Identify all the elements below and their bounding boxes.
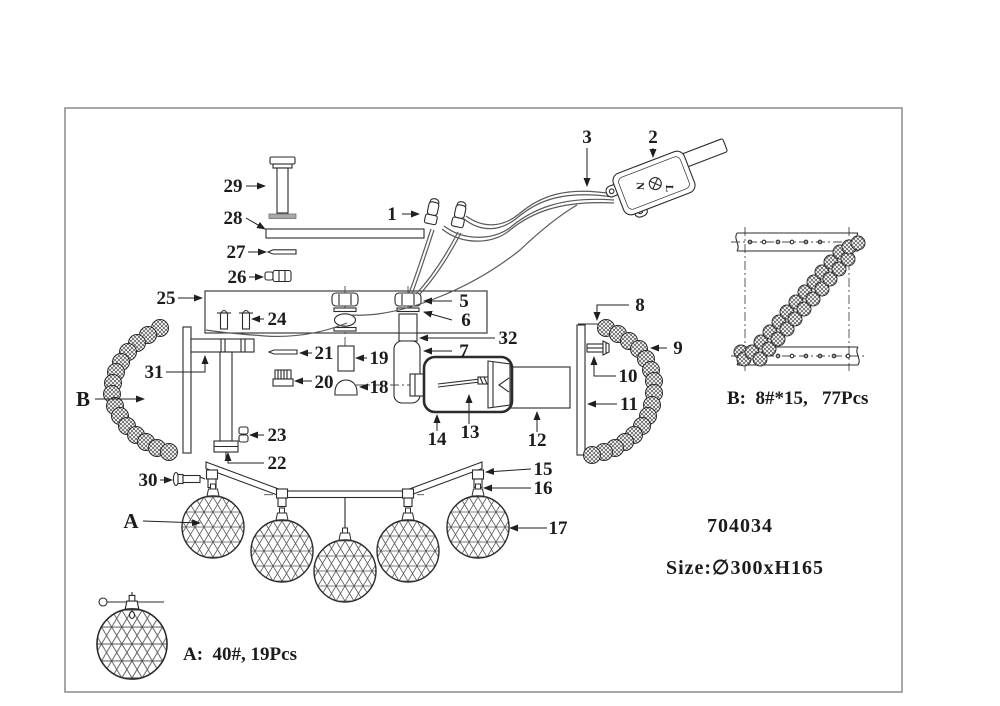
right-bead-arc xyxy=(583,319,663,464)
part-screw-10 xyxy=(586,340,610,356)
crystal-ball-3 xyxy=(313,527,377,603)
leader-22 xyxy=(224,452,264,464)
part-label-13: 13 xyxy=(461,422,480,443)
part-label-26: 26 xyxy=(228,267,247,288)
part-bolt-23 xyxy=(238,426,249,443)
part-label-3: 3 xyxy=(582,127,592,148)
part-housing-14 xyxy=(422,355,514,414)
part-label-19: 19 xyxy=(370,348,389,369)
part-label-31: 31 xyxy=(145,362,164,383)
part-label-20: 20 xyxy=(315,372,334,393)
part-label-23: 23 xyxy=(268,425,287,446)
leader-8 xyxy=(593,304,629,321)
crystal-ball-1 xyxy=(181,483,245,559)
part-label-24: 24 xyxy=(268,309,288,330)
part-label-15: 15 xyxy=(534,459,553,480)
connector-block-2: N L xyxy=(605,138,728,218)
left-chain-bar xyxy=(182,326,255,459)
sample-a-label: A: 40#, 19Pcs xyxy=(183,644,297,665)
part-lamp-tube-12 xyxy=(507,366,571,409)
right-stem-nut-5 xyxy=(394,292,422,313)
part-label-10: 10 xyxy=(619,366,638,387)
cord-grip-1a xyxy=(423,198,440,226)
part-labels: 1 2 3 5 6 7 8 9 10 11 12 13 14 15 16 17 … xyxy=(76,127,683,539)
part-label-7: 7 xyxy=(459,341,469,362)
part-bolt-29 xyxy=(268,156,297,219)
cord-grip-1b xyxy=(450,201,467,229)
part-label-8: 8 xyxy=(635,295,645,316)
bottom-arms xyxy=(205,461,483,499)
part-label-12: 12 xyxy=(528,430,547,451)
leader-28 xyxy=(245,217,266,230)
part-knurl-20 xyxy=(272,369,294,387)
part-label-1: 1 xyxy=(387,204,397,225)
leader-15 xyxy=(485,467,532,475)
part-label-30: 30 xyxy=(139,470,158,491)
part-label-6: 6 xyxy=(461,310,471,331)
leader-31 xyxy=(166,355,209,373)
drawing-border xyxy=(64,107,903,693)
part-label-5: 5 xyxy=(459,291,469,312)
marker-label-a: A xyxy=(123,509,139,533)
arm-junction-right xyxy=(401,488,415,508)
leader-10 xyxy=(590,356,616,377)
part-block-32 xyxy=(398,313,418,342)
part-label-14: 14 xyxy=(428,429,448,450)
part-spacer-19 xyxy=(337,345,355,372)
part-label-25: 25 xyxy=(157,288,176,309)
part-screw-30 xyxy=(172,471,206,487)
part-label-22: 22 xyxy=(268,453,287,474)
part-label-29: 29 xyxy=(224,176,243,197)
part-label-28: 28 xyxy=(224,208,243,229)
part-label-21: 21 xyxy=(315,343,334,364)
left-stem-nut xyxy=(331,292,359,332)
crystal-ball-2 xyxy=(250,507,314,583)
part-pin-27 xyxy=(266,249,297,255)
part-pin-21 xyxy=(267,349,298,355)
part-sleeve-26 xyxy=(264,269,292,283)
left-bead-arc xyxy=(103,319,178,461)
size-label: Size:∅300xH165 xyxy=(666,557,824,579)
part-label-18: 18 xyxy=(370,377,389,398)
part-label-2: 2 xyxy=(648,127,658,148)
sample-b-figure xyxy=(731,227,866,371)
part-label-32: 32 xyxy=(499,328,518,349)
marker-label-b: B xyxy=(76,387,90,411)
crystal-ball-5 xyxy=(446,483,510,559)
part-label-9: 9 xyxy=(673,338,683,359)
part-dome-18 xyxy=(334,379,358,396)
connector-l-label: L xyxy=(663,185,675,193)
crystal-ball-4 xyxy=(376,507,440,583)
arm-junction-left xyxy=(275,488,289,508)
wiring xyxy=(205,190,615,337)
part-label-17: 17 xyxy=(549,518,569,539)
model-number: 704034 xyxy=(707,515,773,537)
sample-b-label: B: 8#*15, 77Pcs xyxy=(727,388,868,409)
part-strap-28 xyxy=(265,228,425,239)
connector-n-label: N xyxy=(634,182,646,190)
part-label-27: 27 xyxy=(227,242,247,263)
leader-lines xyxy=(95,148,667,532)
leader-a xyxy=(142,519,201,527)
part-label-11: 11 xyxy=(620,394,638,415)
leader-6 xyxy=(423,310,453,321)
part-label-16: 16 xyxy=(534,478,553,499)
sample-a-figure xyxy=(96,592,168,680)
right-chain-bar xyxy=(576,323,600,456)
